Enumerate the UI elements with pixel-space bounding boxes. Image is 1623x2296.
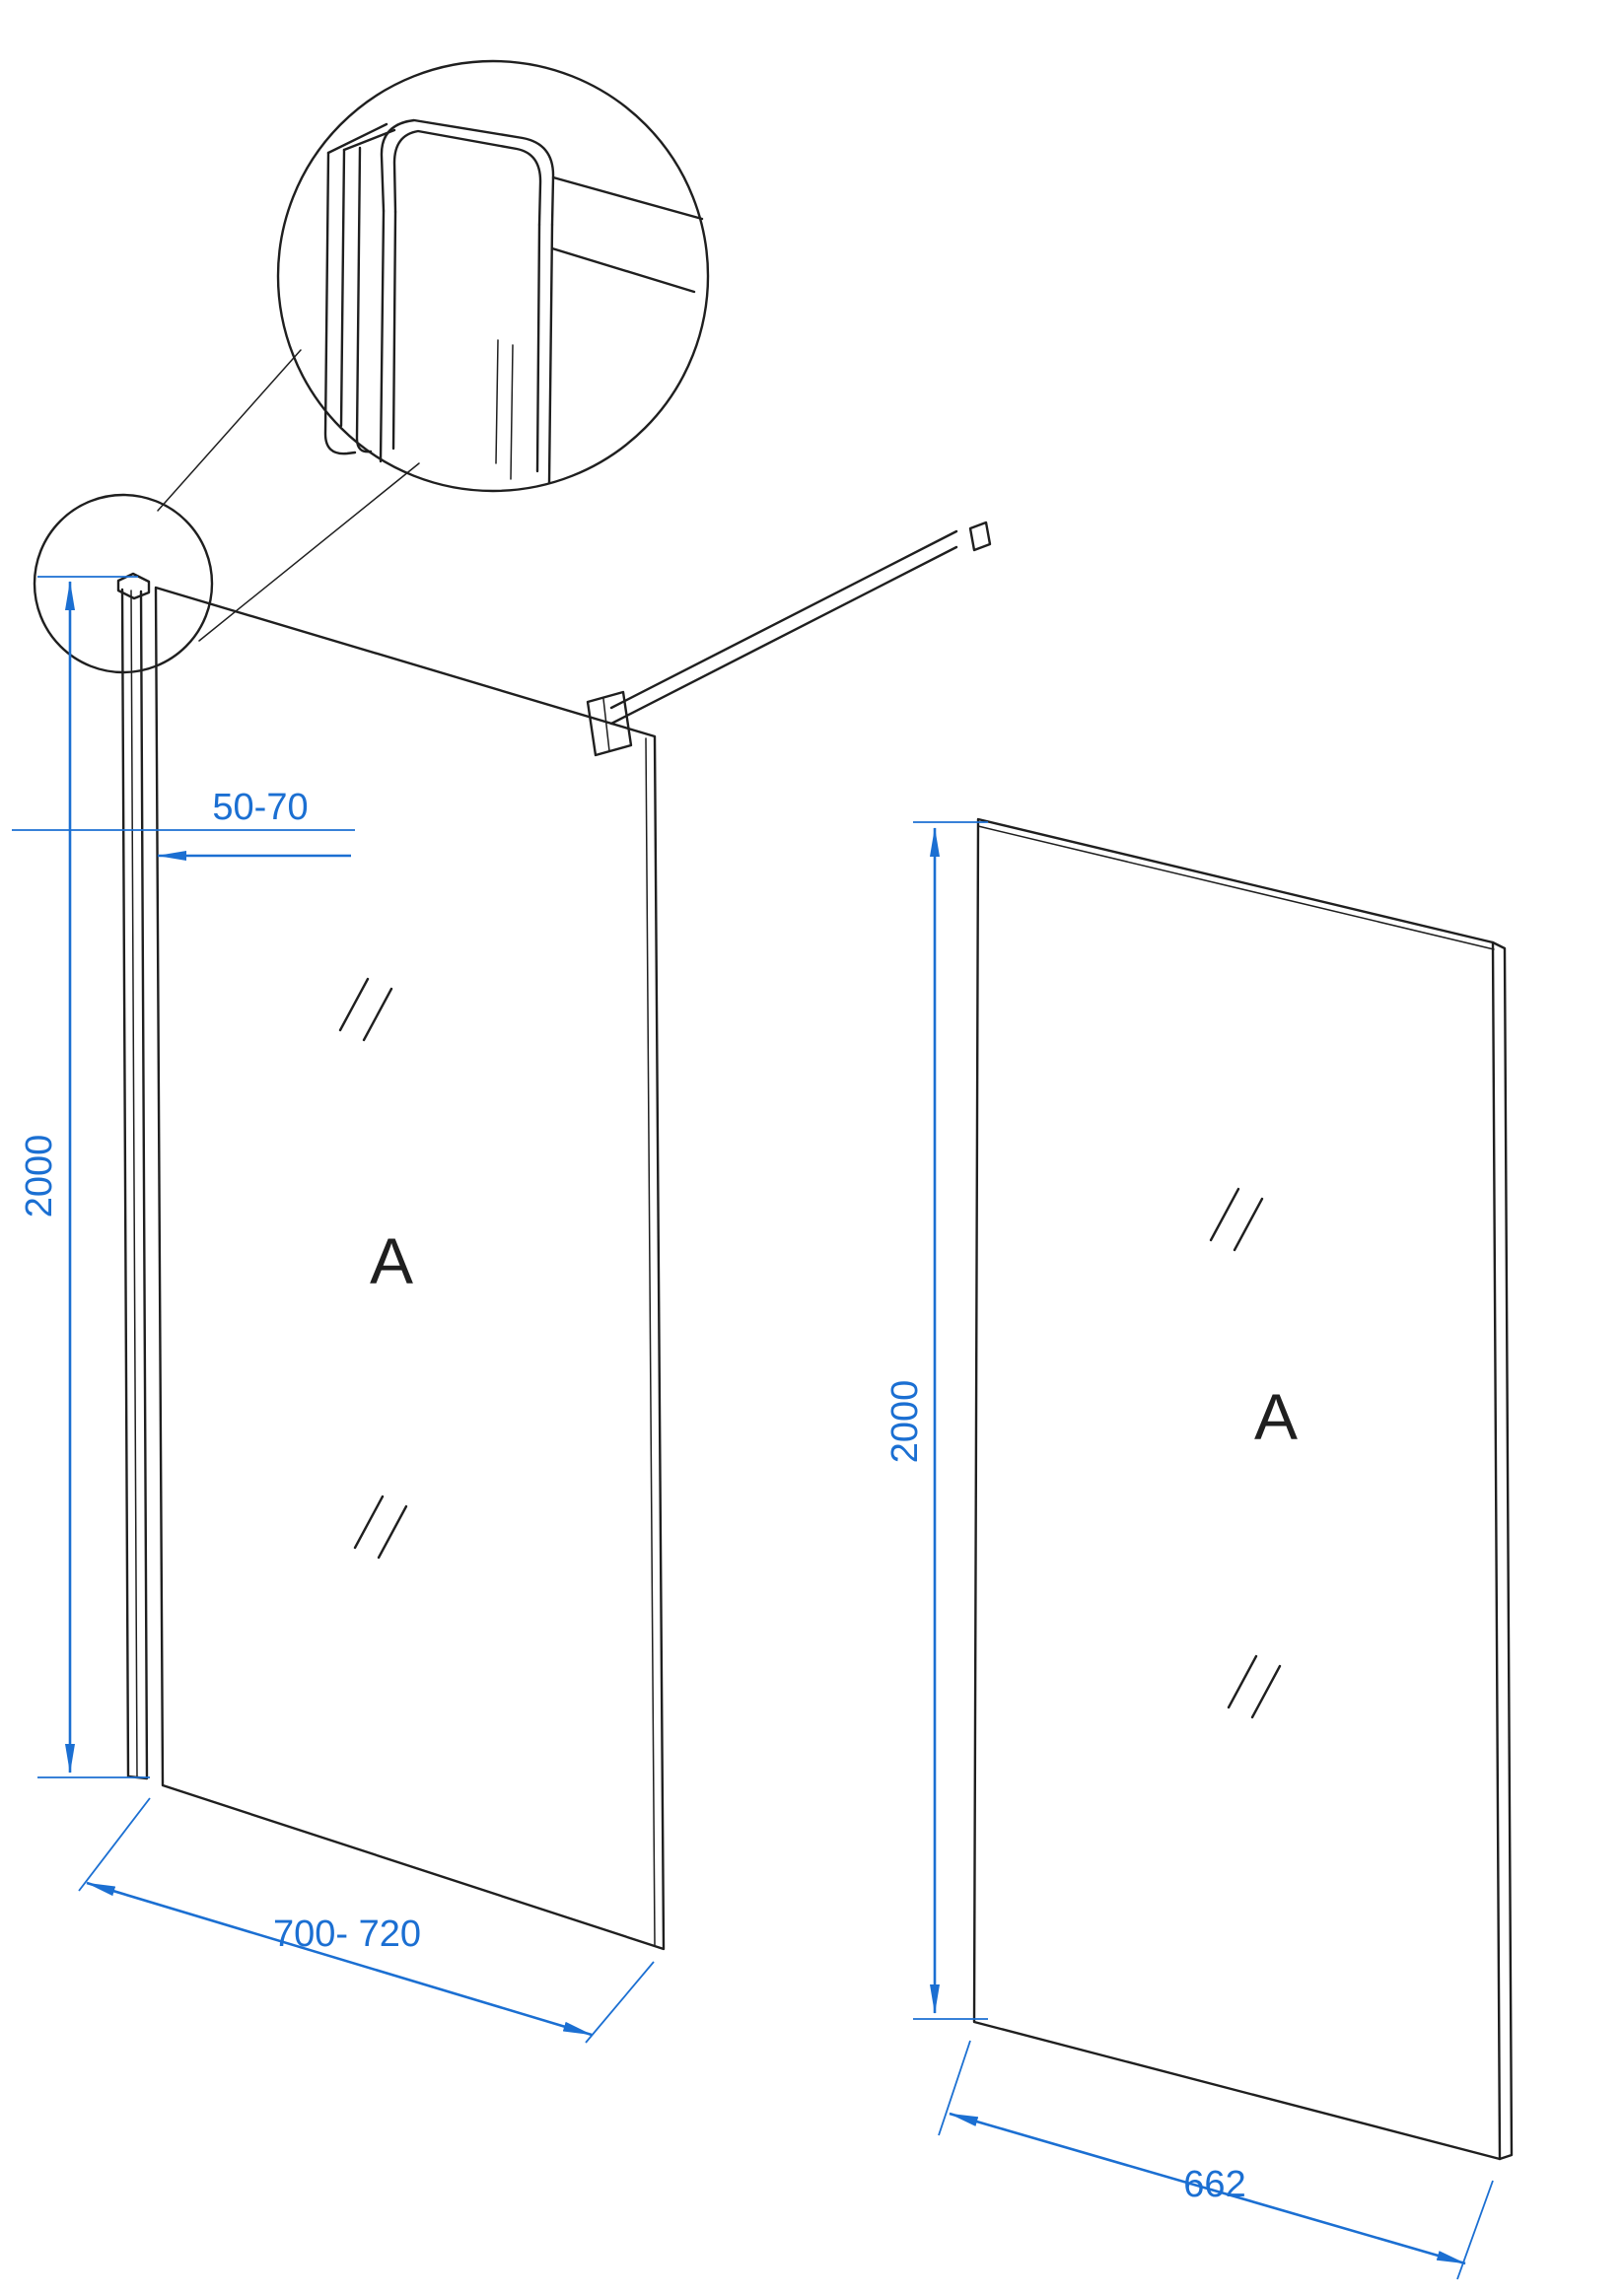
detail-zoom-circle [276,59,710,493]
dimensions-assembled: 2000 50-70 700- 720 [12,576,655,2044]
dimensions-panel: 2000 662 [884,821,1494,2280]
glass-panel: A [154,586,666,1951]
glass-thickness-edge [1491,940,1514,2161]
glass-label: A [370,1224,413,1297]
dim-height-panel: 2000 [884,1380,926,1464]
extension-line [78,1797,151,1892]
dim-profile-adjust: 50-70 [212,787,308,828]
glass-reflection-marks [338,977,408,1560]
glass-top-edge-sliver [977,825,1495,950]
callout-leader-line [157,349,302,512]
dim-width-panel: 662 [1183,2164,1245,2205]
extension-line [938,2040,971,2136]
glass-outline [154,586,666,1951]
extension-line [585,1961,655,2044]
assembled-view: A [116,521,992,1951]
glass-thickness-edge [645,737,656,1946]
wall-profile [116,572,151,1780]
panel-view: A [972,817,1514,2161]
dim-width-assembled: 700- 720 [273,1913,421,1955]
glass-clamp-bracket [586,690,633,757]
dimension-line-width [86,1881,593,2037]
dimension-line-width [949,2112,1466,2265]
detail-callout [33,59,710,674]
extension-line [1456,2180,1494,2280]
support-bar [586,521,992,757]
profile-detail-drawing [323,118,704,485]
wall-mount-plate [968,521,992,552]
wall-profile-cap [116,572,151,600]
glass-outline [972,817,1502,2161]
callout-leader-line [198,462,420,642]
glass-reflection-marks [1209,1187,1282,1719]
glass-label: A [1254,1380,1298,1453]
dim-height-assembled: 2000 [19,1135,60,1218]
